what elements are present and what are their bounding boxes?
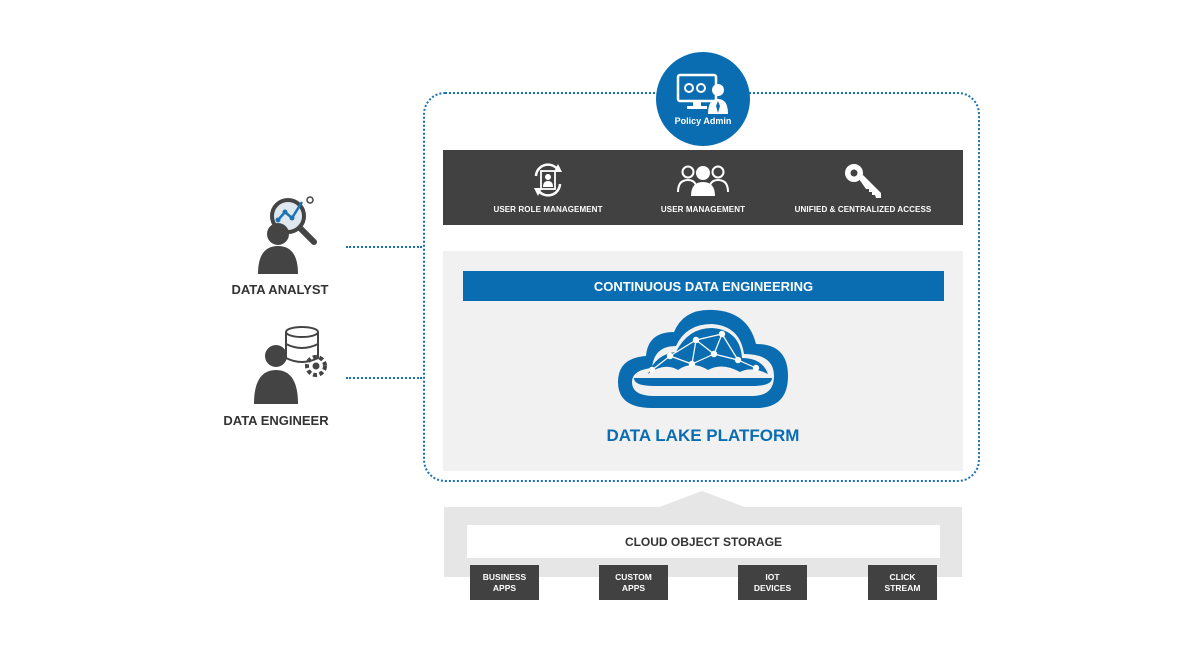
key-icon: [845, 164, 881, 198]
feature-label: UNIFIED & CENTRALIZED ACCESS: [794, 205, 932, 214]
data-analyst-label: DATA ANALYST: [231, 282, 329, 297]
source-line: IOT: [765, 571, 780, 582]
feature-label: USER ROLE MANAGEMENT: [493, 205, 603, 214]
cloud-network-icon: [618, 309, 788, 408]
engineer-icon: [254, 326, 327, 404]
policy-admin-label: Policy Admin: [674, 116, 732, 126]
up-arrow-icon: [654, 491, 750, 509]
source-line: BUSINESS: [482, 571, 527, 582]
user-role-icon: [534, 163, 562, 197]
analyst-connector: [346, 246, 422, 248]
admin-monitor-icon: [676, 73, 728, 114]
users-group-icon: [677, 165, 729, 196]
continuous-data-engineering-bar: CONTINUOUS DATA ENGINEERING: [463, 271, 944, 301]
data-lake-platform-label: DATA LAKE PLATFORM: [606, 426, 800, 445]
cloud-object-storage-label: CLOUD OBJECT STORAGE: [467, 525, 940, 558]
source-line: CUSTOM: [615, 571, 652, 582]
source-line: CLICK: [889, 571, 916, 582]
source-line: DEVICES: [753, 582, 792, 593]
source-line: APPS: [621, 582, 646, 593]
source-line: APPS: [492, 582, 517, 593]
policy-admin-badge: Policy Admin: [656, 52, 750, 146]
engineer-connector: [346, 377, 422, 379]
admin-features-bar: USER ROLE MANAGEMENT USER MANAGEMENT UNI…: [443, 150, 963, 225]
feature-label: USER MANAGEMENT: [660, 205, 746, 214]
source-line: STREAM: [884, 582, 921, 593]
data-engineer-label: DATA ENGINEER: [223, 413, 329, 428]
analyst-icon: [258, 196, 317, 274]
